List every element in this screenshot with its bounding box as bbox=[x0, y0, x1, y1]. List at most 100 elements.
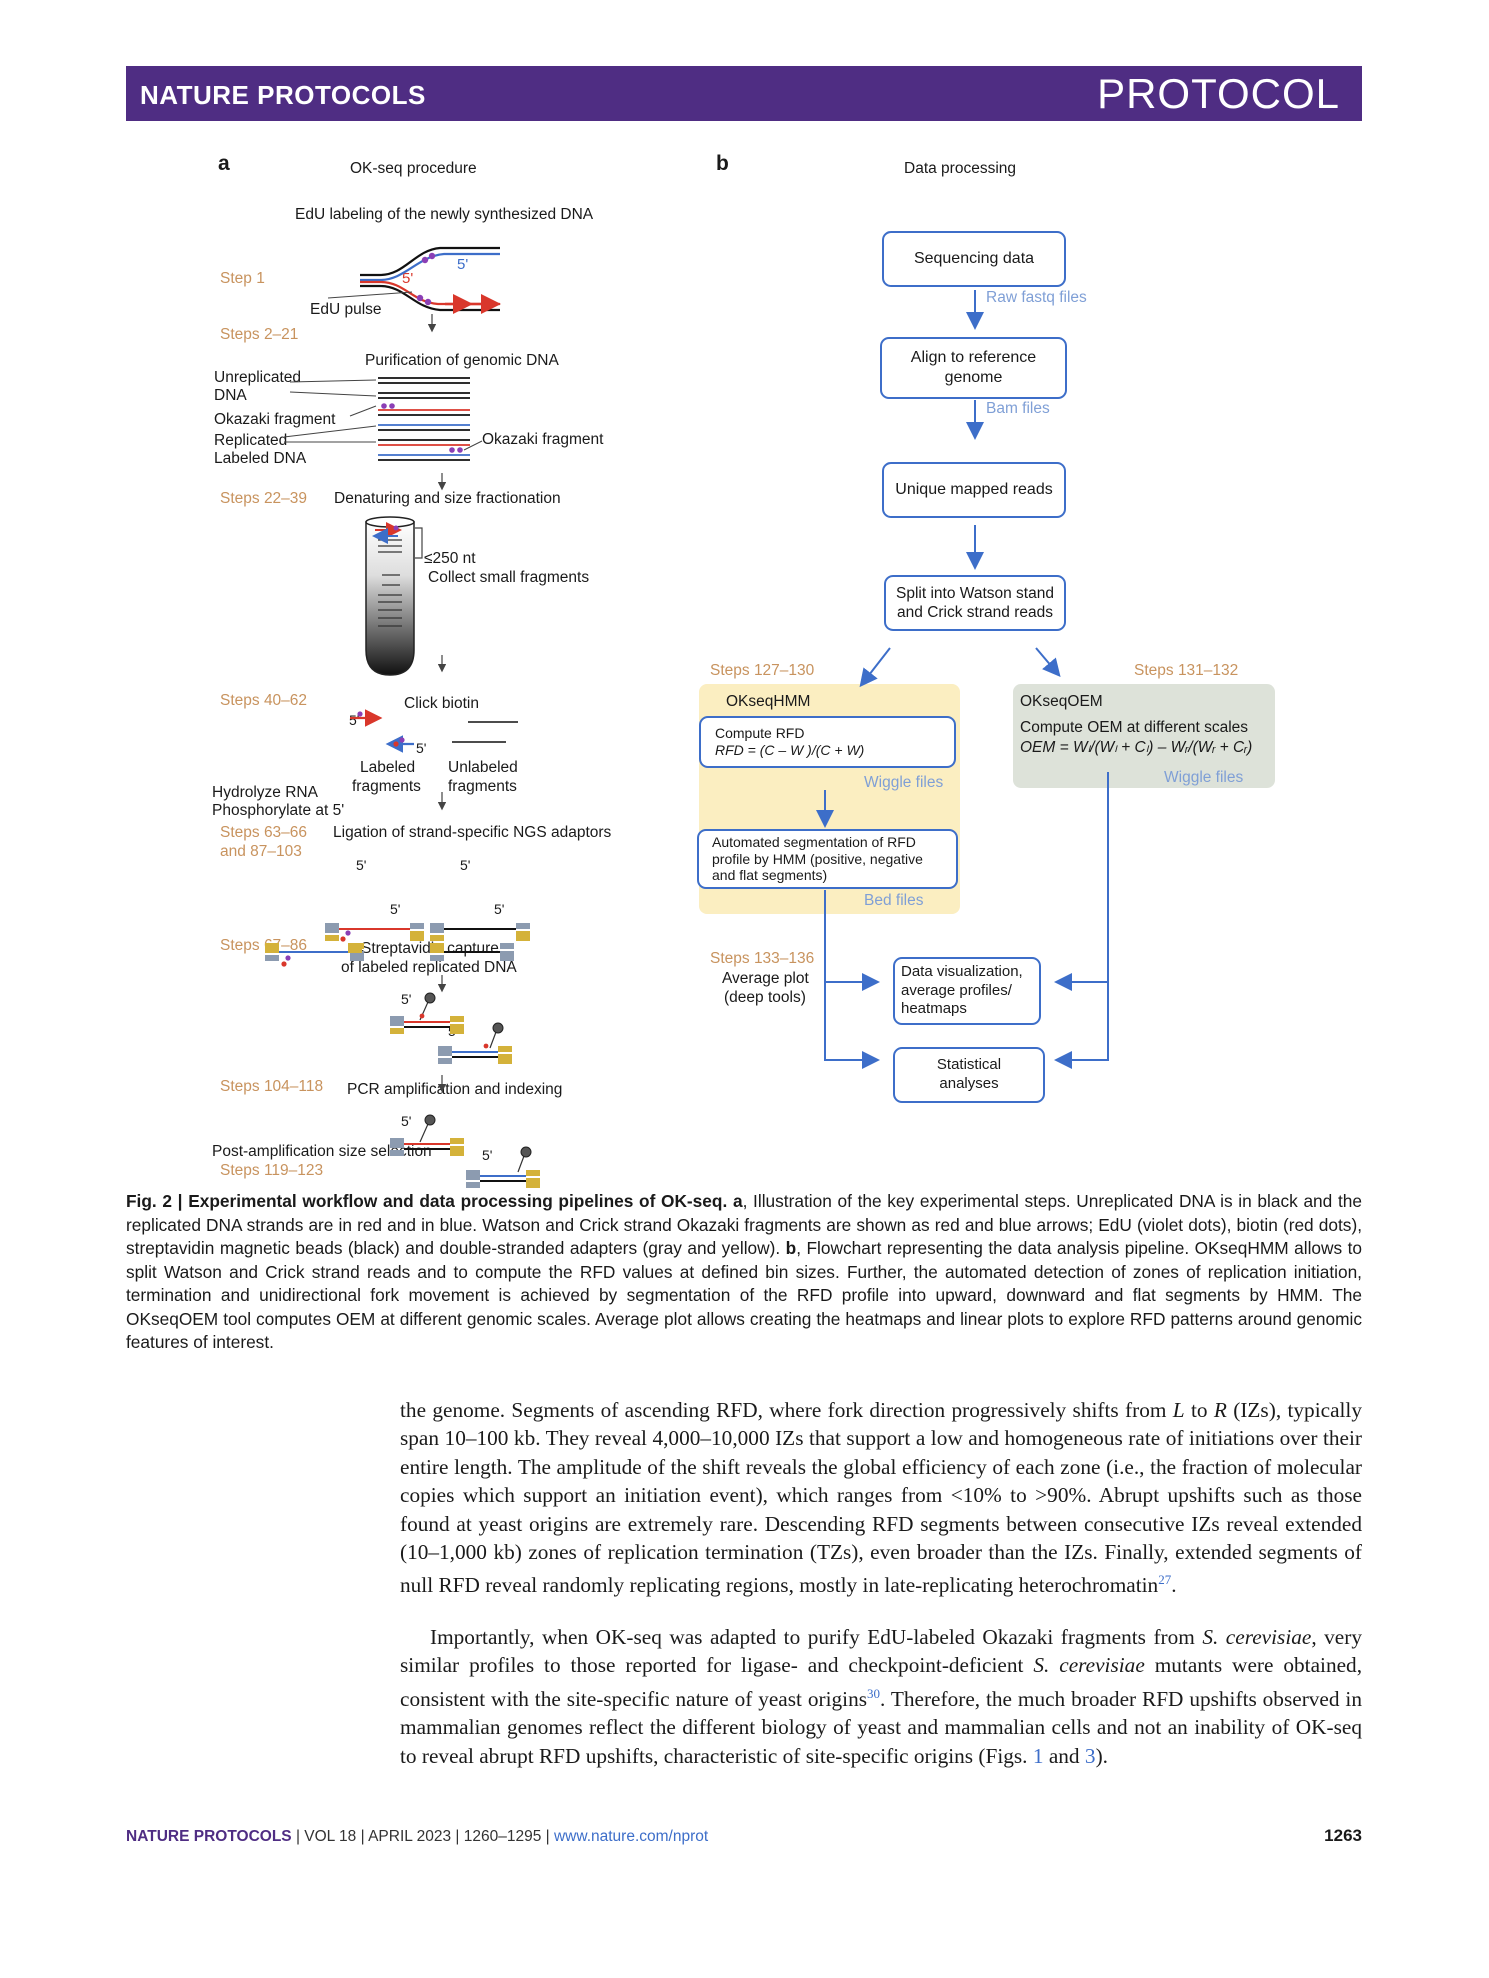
stat-label-2: analyses bbox=[939, 1075, 999, 1092]
p1-text-a: the genome. Segments of ascending RFD, w… bbox=[400, 1398, 1173, 1422]
steps-67-86-label: Steps 67–86 bbox=[220, 937, 308, 954]
steps-131-132-label: Steps 131–132 bbox=[1134, 662, 1239, 679]
sequencing-data-label: Sequencing data bbox=[913, 250, 1035, 267]
five-prime-red-label: 5' bbox=[402, 270, 414, 287]
caption-panel-a: a bbox=[732, 1191, 743, 1211]
journal-name: NATURE PROTOCOLS bbox=[140, 80, 426, 110]
compute-rfd-box: Compute RFD RFD = (C – W )/(C + W) bbox=[699, 716, 956, 768]
okseqoem-panel bbox=[1013, 684, 1275, 788]
steps-127-130-label: Steps 127–130 bbox=[710, 662, 815, 679]
split-reads-box: Split into Watson stand and Crick strand… bbox=[884, 575, 1066, 631]
split-label-2: and Crick strand reads bbox=[897, 604, 1053, 621]
footer-sep-1: | bbox=[291, 1828, 305, 1845]
click-biotin-label: Click biotin bbox=[404, 695, 479, 712]
replicated-label-1: Replicated bbox=[214, 432, 288, 449]
unlabeled-label-1: Unlabeled bbox=[448, 759, 518, 776]
five-prime-label-b: 5' bbox=[416, 740, 427, 756]
panel-a-title: OK-seq procedure bbox=[350, 160, 477, 177]
figure-caption: Fig. 2 | Experimental workflow and data … bbox=[126, 1190, 1362, 1355]
page-footer: NATURE PROTOCOLS | VOL 18 | APRIL 2023 |… bbox=[126, 1828, 708, 1846]
p2-end: ). bbox=[1095, 1743, 1108, 1768]
p1-text-b: to bbox=[1184, 1398, 1214, 1422]
edu-pulse-label: EdU pulse bbox=[310, 301, 382, 318]
panel-a-letter: a bbox=[218, 152, 230, 175]
p2-text-c: mutants were obtained, consistent with t… bbox=[400, 1653, 1363, 1711]
align-label-2: genome bbox=[944, 369, 1003, 386]
p2-text-d: . Therefore, the much broader RFD upshif… bbox=[400, 1686, 1362, 1768]
data-visualization-box: Data visualization, average profiles/ he… bbox=[893, 957, 1041, 1025]
caption-text-a: , Illustration of the key experimental s… bbox=[126, 1191, 1362, 1258]
p1-italic-R: R bbox=[1213, 1398, 1227, 1422]
deep-tools-label: (deep tools) bbox=[724, 989, 806, 1006]
stat-label-1: Statistical bbox=[936, 1056, 1002, 1074]
steps-104-118-label: Steps 104–118 bbox=[220, 1078, 324, 1095]
caption-text-b: , Flowchart representing the data analys… bbox=[126, 1238, 1362, 1352]
bed-files-label: Bed files bbox=[864, 892, 924, 909]
steps-87-103-label: and 87–103 bbox=[220, 843, 302, 860]
footer-volume: VOL 18 bbox=[304, 1828, 357, 1845]
collect-label: Collect small fragments bbox=[428, 569, 590, 586]
unlabeled-label-2: fragments bbox=[448, 778, 517, 795]
align-box: Align to reference genome bbox=[880, 337, 1067, 399]
oem-formula: OEM = Wₗ/(Wₗ + Cₗ) – Wᵣ/(Wᵣ + Cᵣ) bbox=[1020, 739, 1253, 756]
p2-species-2: S. cerevisiae bbox=[1033, 1653, 1145, 1678]
reference-27-link[interactable]: 27 bbox=[1158, 1572, 1172, 1588]
denaturing-label: Denaturing and size fractionation bbox=[334, 490, 561, 507]
five-prime-label-j: 5' bbox=[482, 1147, 493, 1163]
p1-end: . bbox=[1171, 1573, 1177, 1598]
panel-b-letter: b bbox=[716, 152, 729, 175]
five-prime-label-i: 5' bbox=[401, 1113, 412, 1129]
journal-header-bar: NATURE PROTOCOLS PROTOCOL bbox=[126, 66, 1362, 121]
sequencing-data-box: Sequencing data bbox=[882, 231, 1066, 287]
wiggle-files-right-label: Wiggle files bbox=[1164, 769, 1244, 786]
reference-30-link[interactable]: 30 bbox=[867, 1685, 881, 1701]
streptavidin-label-2: of labeled replicated DNA bbox=[341, 959, 517, 976]
body-paragraph-1: the genome. Segments of ascending RFD, w… bbox=[400, 1396, 1362, 1600]
five-prime-label-g: 5' bbox=[401, 991, 412, 1007]
footer-date: APRIL 2023 bbox=[368, 1828, 452, 1845]
labeled-label-1: Labeled bbox=[360, 759, 416, 776]
page-number: 1263 bbox=[1324, 1826, 1362, 1845]
average-plot-label: Average plot bbox=[722, 970, 809, 987]
compute-oem-label: Compute OEM at different scales bbox=[1020, 719, 1249, 736]
post-amp-label: Post-amplification size selection bbox=[212, 1143, 432, 1160]
segmentation-label-1: Automated segmentation of RFD bbox=[712, 833, 916, 850]
caption-panel-b: b bbox=[785, 1238, 797, 1258]
section-label: PROTOCOL bbox=[1097, 70, 1340, 117]
footer-url-link[interactable]: www.nature.com/nprot bbox=[553, 1828, 709, 1845]
flowchart-connectors bbox=[816, 290, 1109, 1069]
labeled-label-2: fragments bbox=[352, 778, 421, 795]
replicated-label-2: Labeled DNA bbox=[214, 450, 307, 467]
footer-journal: NATURE PROTOCOLS bbox=[126, 1828, 292, 1845]
unique-reads-label: Unique mapped reads bbox=[895, 481, 1053, 498]
five-prime-label-a: 5' bbox=[349, 712, 360, 728]
figure-1-link[interactable]: 1 bbox=[1032, 1743, 1044, 1768]
dataviz-label-3: heatmaps bbox=[901, 1000, 967, 1018]
hydrolyze-label: Hydrolyze RNA bbox=[212, 784, 318, 801]
p2-text-b: , very similar profiles to those reporte… bbox=[400, 1625, 1363, 1678]
p2-species-1: S. cerevisiae bbox=[1202, 1625, 1312, 1649]
steps-119-123-label: Steps 119–123 bbox=[220, 1162, 324, 1179]
figure-3-link[interactable]: 3 bbox=[1084, 1743, 1096, 1768]
p2-text-a: Importantly, when OK-seq was adapted to … bbox=[430, 1625, 1203, 1649]
okseqhmm-label: OKseqHMM bbox=[726, 693, 811, 710]
wiggle-files-left-label: Wiggle files bbox=[864, 774, 944, 791]
segmentation-label-2: profile by HMM (positive, negative bbox=[712, 850, 923, 867]
unique-reads-box: Unique mapped reads bbox=[882, 462, 1066, 518]
unreplicated-label-2: DNA bbox=[214, 387, 247, 404]
ligation-label: Ligation of strand-specific NGS adaptors bbox=[333, 824, 612, 841]
five-prime-label-e: 5' bbox=[390, 901, 401, 917]
steps-2-21-label: Steps 2–21 bbox=[220, 326, 299, 343]
statistical-analyses-box: Statistical analyses bbox=[893, 1047, 1045, 1103]
okseq-procedure-diagram bbox=[265, 246, 540, 1188]
steps-63-66-label: Steps 63–66 bbox=[220, 824, 308, 841]
footer-sep-3: | bbox=[451, 1828, 464, 1845]
footer-sep-2: | bbox=[356, 1828, 369, 1845]
body-paragraph-2: Importantly, when OK-seq was adapted to … bbox=[400, 1623, 1362, 1770]
caption-label: Fig. 2 | Experimental workflow and data … bbox=[126, 1191, 728, 1211]
unreplicated-label-1: Unreplicated bbox=[214, 369, 302, 386]
step-1-label: Step 1 bbox=[220, 270, 265, 287]
segmentation-box: Automated segmentation of RFD profile by… bbox=[697, 829, 958, 889]
rfd-formula: RFD = (C – W )/(C + W) bbox=[715, 742, 865, 758]
steps-133-136-label: Steps 133–136 bbox=[710, 950, 815, 967]
